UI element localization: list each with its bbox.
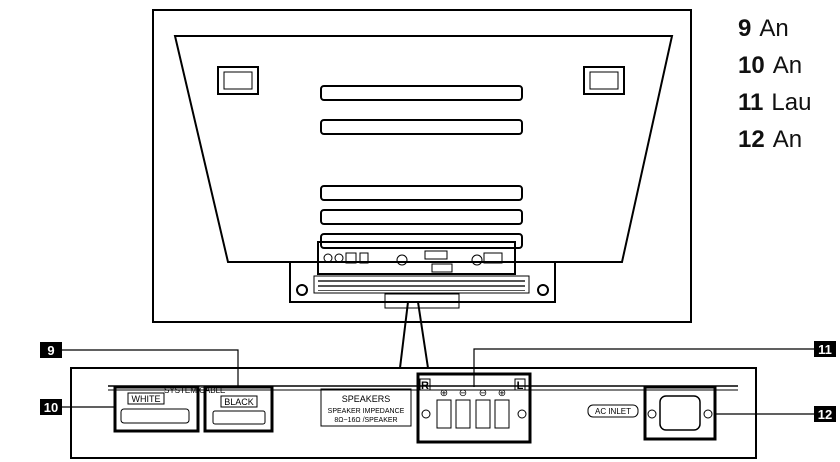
- speaker-grille-strip: [313, 275, 530, 294]
- minus-right-label: ⊖: [459, 388, 467, 399]
- legend-text: Lau: [771, 89, 812, 116]
- ac-inlet-label-frame: [587, 404, 639, 418]
- callout-9-number: 9: [47, 343, 54, 358]
- left-channel-label: L: [517, 380, 524, 392]
- terminal-panel-enlarged: [70, 367, 757, 459]
- black-label: BLACK: [224, 397, 254, 407]
- legend-number: 9: [738, 15, 752, 42]
- legend-number: 11: [738, 89, 764, 116]
- vent-slot-3: [320, 185, 523, 201]
- dvi-port-white: [120, 408, 190, 424]
- terminal-strip: [317, 241, 516, 275]
- legend-item-12: 12 An: [738, 126, 802, 154]
- legend-item-9: 9 An: [738, 15, 789, 43]
- legend-number: 10: [738, 52, 765, 79]
- callout-12-badge: [814, 406, 836, 422]
- base-screw-left: [296, 284, 308, 296]
- tv-outer-frame: [152, 9, 692, 323]
- legend-item-10: 10 An: [738, 52, 802, 80]
- panel-outline: [70, 367, 757, 459]
- callout-leaders: [62, 348, 814, 415]
- tv-rear-shell: [173, 35, 674, 263]
- callout-9-badge: [40, 342, 62, 358]
- base-screw-right: [537, 284, 549, 296]
- callout-11-badge: [814, 341, 836, 357]
- legend-number: 12: [738, 126, 765, 153]
- stand-bracket: [384, 293, 460, 309]
- minus-left-label: ⊖: [479, 388, 487, 399]
- handle-right: [583, 66, 625, 95]
- impedance-label-line1: SPEAKER IMPEDANCE: [328, 408, 405, 415]
- ac-inlet-label: AC INLET: [595, 407, 631, 416]
- callout-12-number: 12: [818, 407, 832, 422]
- callout-11-number: 11: [818, 342, 832, 357]
- speaker-term-1: [436, 399, 452, 429]
- vent-slot-2: [320, 119, 523, 135]
- legend-item-11: 11 Lau: [738, 89, 811, 117]
- black-label-frame: [220, 395, 258, 408]
- grille-dots: [318, 280, 525, 291]
- handle-right-inner: [589, 71, 619, 90]
- zoom-lines: [399, 301, 429, 369]
- dsub-port-black: [212, 410, 266, 425]
- right-channel-label: R: [421, 380, 429, 392]
- bottom-base: [289, 261, 556, 303]
- white-label-frame: [127, 392, 165, 405]
- speaker-term-2: [455, 399, 471, 429]
- legend-text: An: [772, 126, 803, 153]
- vent-slot-4: [320, 209, 523, 225]
- ac-inlet-callout-box: [643, 385, 717, 441]
- plus-left-label: ⊕: [498, 388, 506, 399]
- system-cable-label: SYSTEM CABLE: [164, 386, 225, 395]
- callout-10-badge: [40, 399, 62, 415]
- tv-rear-view: [152, 9, 692, 323]
- terminal-strip-details: [323, 250, 503, 273]
- panel-labels: SYSTEM CABLE WHITE BLACK SPEAKERS SPEAKE…: [132, 380, 632, 424]
- speakers-label: SPEAKERS: [342, 394, 391, 404]
- vent-slot-1: [320, 85, 523, 101]
- impedance-label-line2: 8Ω~16Ω /SPEAKER: [334, 417, 397, 424]
- white-connector-callout-box: [113, 385, 200, 433]
- legend-text: An: [759, 15, 789, 42]
- plus-right-label: ⊕: [440, 388, 448, 399]
- callout-10-number: 10: [44, 400, 58, 415]
- ac-inlet-socket: [659, 395, 701, 431]
- handle-left-inner: [223, 71, 253, 90]
- legend-text: An: [772, 52, 803, 79]
- white-label: WHITE: [132, 394, 161, 404]
- speaker-term-3: [475, 399, 491, 429]
- handle-left: [217, 66, 259, 95]
- speaker-term-4: [494, 399, 510, 429]
- callout-badges: 9 10 11 12: [40, 341, 836, 422]
- speakers-info-frame: [320, 388, 412, 427]
